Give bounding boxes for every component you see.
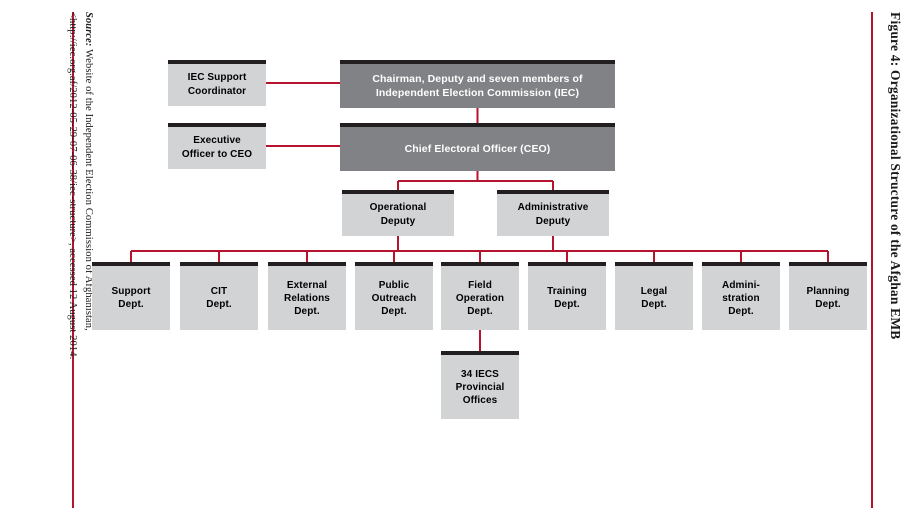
org-node-ceo: Chief Electoral Officer (CEO): [340, 123, 615, 171]
org-node-label: Chief Electoral Officer (CEO): [404, 143, 551, 155]
frame-rule-right: [871, 12, 873, 508]
frame-rule-left: [72, 12, 74, 508]
